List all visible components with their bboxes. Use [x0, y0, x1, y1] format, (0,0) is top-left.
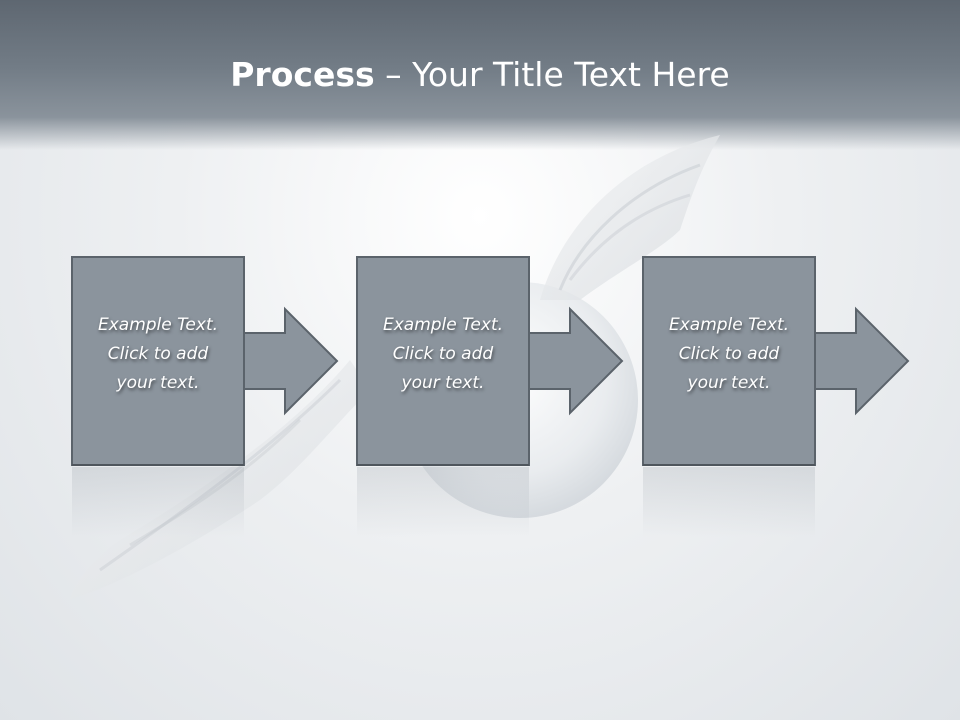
step-3-arrow[interactable]	[814, 306, 910, 416]
step-1-reflection	[72, 467, 244, 537]
step-1-arrow[interactable]	[243, 306, 339, 416]
step-2-line-3: your text.	[401, 373, 485, 393]
step-2-reflection	[357, 467, 529, 537]
step-1-box[interactable]	[71, 256, 245, 466]
step-3-line-2: Click to add	[678, 344, 780, 364]
step-3-line-1: Example Text.	[668, 315, 790, 335]
step-2-box[interactable]	[356, 256, 530, 466]
slide-header-band	[0, 0, 960, 150]
step-1-line-2: Click to add	[107, 344, 209, 364]
step-1-line-3: your text.	[116, 373, 200, 393]
step-2-line-1: Example Text.	[382, 315, 504, 335]
step-3-box[interactable]	[642, 256, 816, 466]
step-2-line-2: Click to add	[392, 344, 494, 364]
step-1-line-1: Example Text.	[97, 315, 219, 335]
step-3-text[interactable]: Example Text. Click to add your text.	[643, 311, 815, 398]
title-bold-part: Process	[230, 55, 375, 94]
step-2-arrow[interactable]	[528, 306, 624, 416]
step-2-text[interactable]: Example Text. Click to add your text.	[357, 311, 529, 398]
step-3-reflection	[643, 467, 815, 537]
slide-title[interactable]: Process – Your Title Text Here	[0, 50, 960, 100]
step-1-text[interactable]: Example Text. Click to add your text.	[72, 311, 244, 398]
step-3-line-3: your text.	[687, 373, 771, 393]
title-rest-part: – Your Title Text Here	[374, 55, 730, 94]
